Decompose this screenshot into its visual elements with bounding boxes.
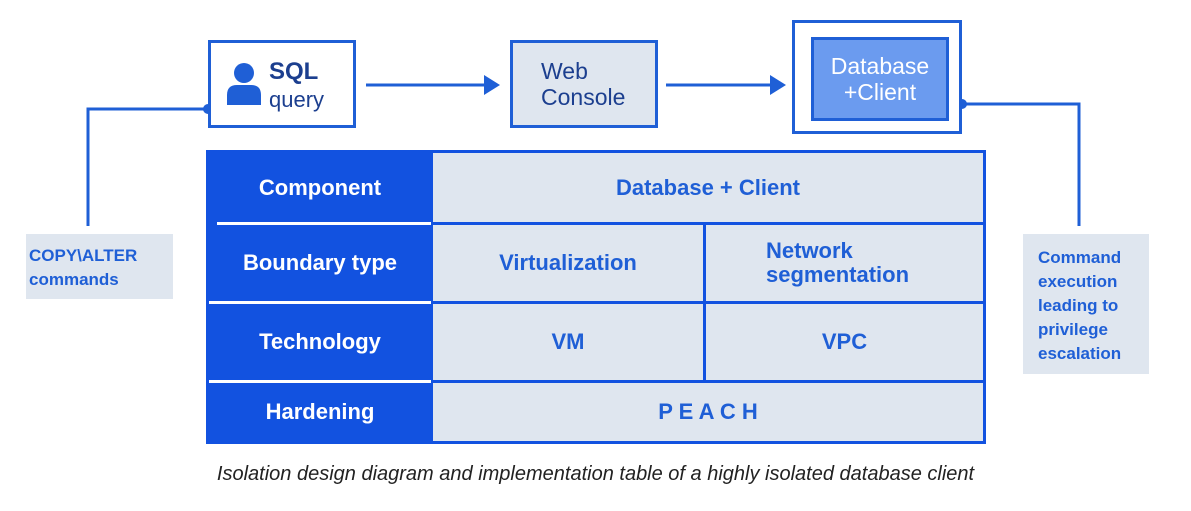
cell-component-value: Database + Client <box>433 153 983 222</box>
copy-alter-text: COPY\ALTER commands <box>29 246 138 289</box>
cell-vpc: VPC <box>706 304 983 380</box>
header-separator <box>209 380 431 383</box>
command-execution-text: Command execution leading to privilege e… <box>1038 248 1122 363</box>
implementation-table: Component Database + Client Boundary typ… <box>206 150 986 444</box>
cell-peach: P E A C H <box>433 383 983 441</box>
row-header-boundary-type: Boundary type <box>209 225 431 301</box>
database-client-line2: +Client <box>843 79 917 105</box>
cell-network-segmentation: Network segmentation <box>706 225 983 301</box>
arrowhead-1 <box>484 75 500 95</box>
row-header-hardening: Hardening <box>209 383 431 441</box>
right-connector <box>962 102 1081 226</box>
left-connector <box>86 107 208 226</box>
figure-caption: Isolation design diagram and implementat… <box>216 463 975 485</box>
cell-virtualization: Virtualization <box>433 225 703 301</box>
header-separator <box>217 222 431 225</box>
query-label: query <box>269 87 325 112</box>
sql-query-box: SQL query <box>208 40 356 128</box>
sql-label: SQL <box>269 58 319 85</box>
web-console-line2: Console <box>541 84 626 110</box>
copy-alter-note: COPY\ALTER commands <box>26 234 173 299</box>
row-header-component: Component <box>209 153 431 222</box>
web-console-line1: Web <box>541 58 588 84</box>
command-execution-note: Command execution leading to privilege e… <box>1023 234 1149 374</box>
database-client-inner-box: Database +Client <box>811 37 949 121</box>
cell-vm: VM <box>433 304 703 380</box>
row-header-technology: Technology <box>209 304 431 380</box>
database-client-box: Database +Client <box>792 20 962 134</box>
database-client-line1: Database <box>830 53 930 79</box>
arrowhead-2 <box>770 75 786 95</box>
web-console-box: Web Console <box>510 40 658 128</box>
header-separator <box>209 301 431 304</box>
person-icon <box>227 63 261 105</box>
